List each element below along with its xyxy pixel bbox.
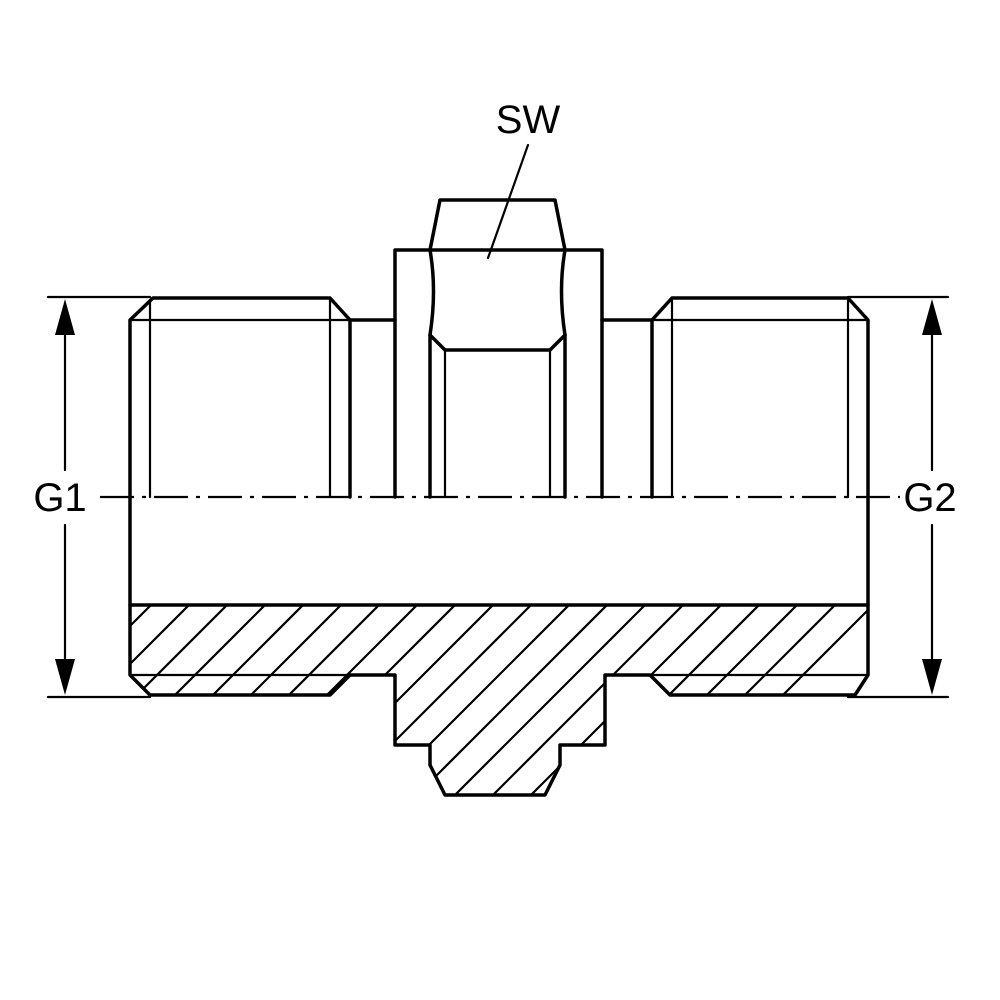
hatch-line	[349, 605, 868, 795]
hatch-line	[130, 605, 833, 795]
hatch-line	[130, 605, 491, 795]
hatch-line	[130, 605, 339, 795]
hatch-line	[387, 605, 868, 795]
hatch-line	[311, 605, 868, 795]
hatch-line	[130, 605, 453, 795]
hatch-line	[130, 605, 757, 795]
arrow-down-icon	[55, 659, 75, 695]
hatch-line	[130, 605, 795, 795]
hatch-line	[130, 605, 377, 795]
hatch-line	[130, 605, 415, 795]
label-sw: SW	[496, 98, 561, 142]
bore	[128, 495, 870, 607]
hatch-line	[130, 605, 681, 795]
hatch-line	[130, 605, 567, 795]
hatch-line	[273, 605, 868, 795]
sw-leader-line	[486, 143, 530, 260]
hatch-line	[501, 605, 868, 795]
arrow-up-icon	[55, 299, 75, 335]
hatch-line	[130, 605, 529, 795]
arrow-down-icon	[922, 659, 942, 695]
hatch-line	[130, 605, 868, 795]
arrow-up-icon	[922, 299, 942, 335]
fitting-upper-half	[128, 198, 870, 499]
hatch-line	[197, 605, 868, 795]
hatch-line	[130, 605, 719, 795]
hatch-line	[159, 605, 868, 795]
dimension-g2	[846, 295, 950, 699]
dimension-g1	[46, 295, 152, 699]
label-g2: G2	[903, 476, 956, 520]
label-g1: G1	[33, 476, 86, 520]
hatch-line	[577, 605, 868, 795]
